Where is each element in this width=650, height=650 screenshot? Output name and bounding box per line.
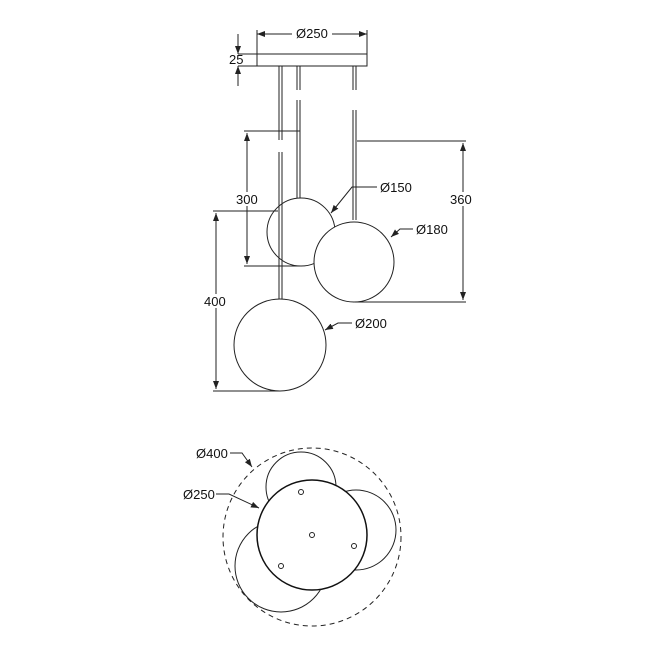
drop-small-label: 300: [236, 192, 258, 207]
globe-medium-label: Ø180: [416, 222, 448, 237]
overall-footprint-circle: [222, 447, 402, 627]
drop-large-label: 400: [204, 294, 226, 309]
canopy-height-label: 25: [229, 52, 243, 67]
canopy-diameter-label: Ø250: [296, 26, 328, 41]
globe-small-label: Ø150: [380, 180, 412, 195]
front-view: Ø250 25 300 360 400 Ø150 Ø180: [203, 26, 478, 392]
overall-diameter-label: Ø400: [196, 446, 228, 461]
top-view: Ø400 Ø250: [183, 446, 402, 627]
globe-large: [233, 298, 327, 392]
globe-large-label: Ø200: [355, 316, 387, 331]
canopy: [256, 53, 368, 67]
drop-medium-label: 360: [450, 192, 472, 207]
canopy-diameter-top-label: Ø250: [183, 487, 215, 502]
globe-medium: [313, 221, 395, 303]
